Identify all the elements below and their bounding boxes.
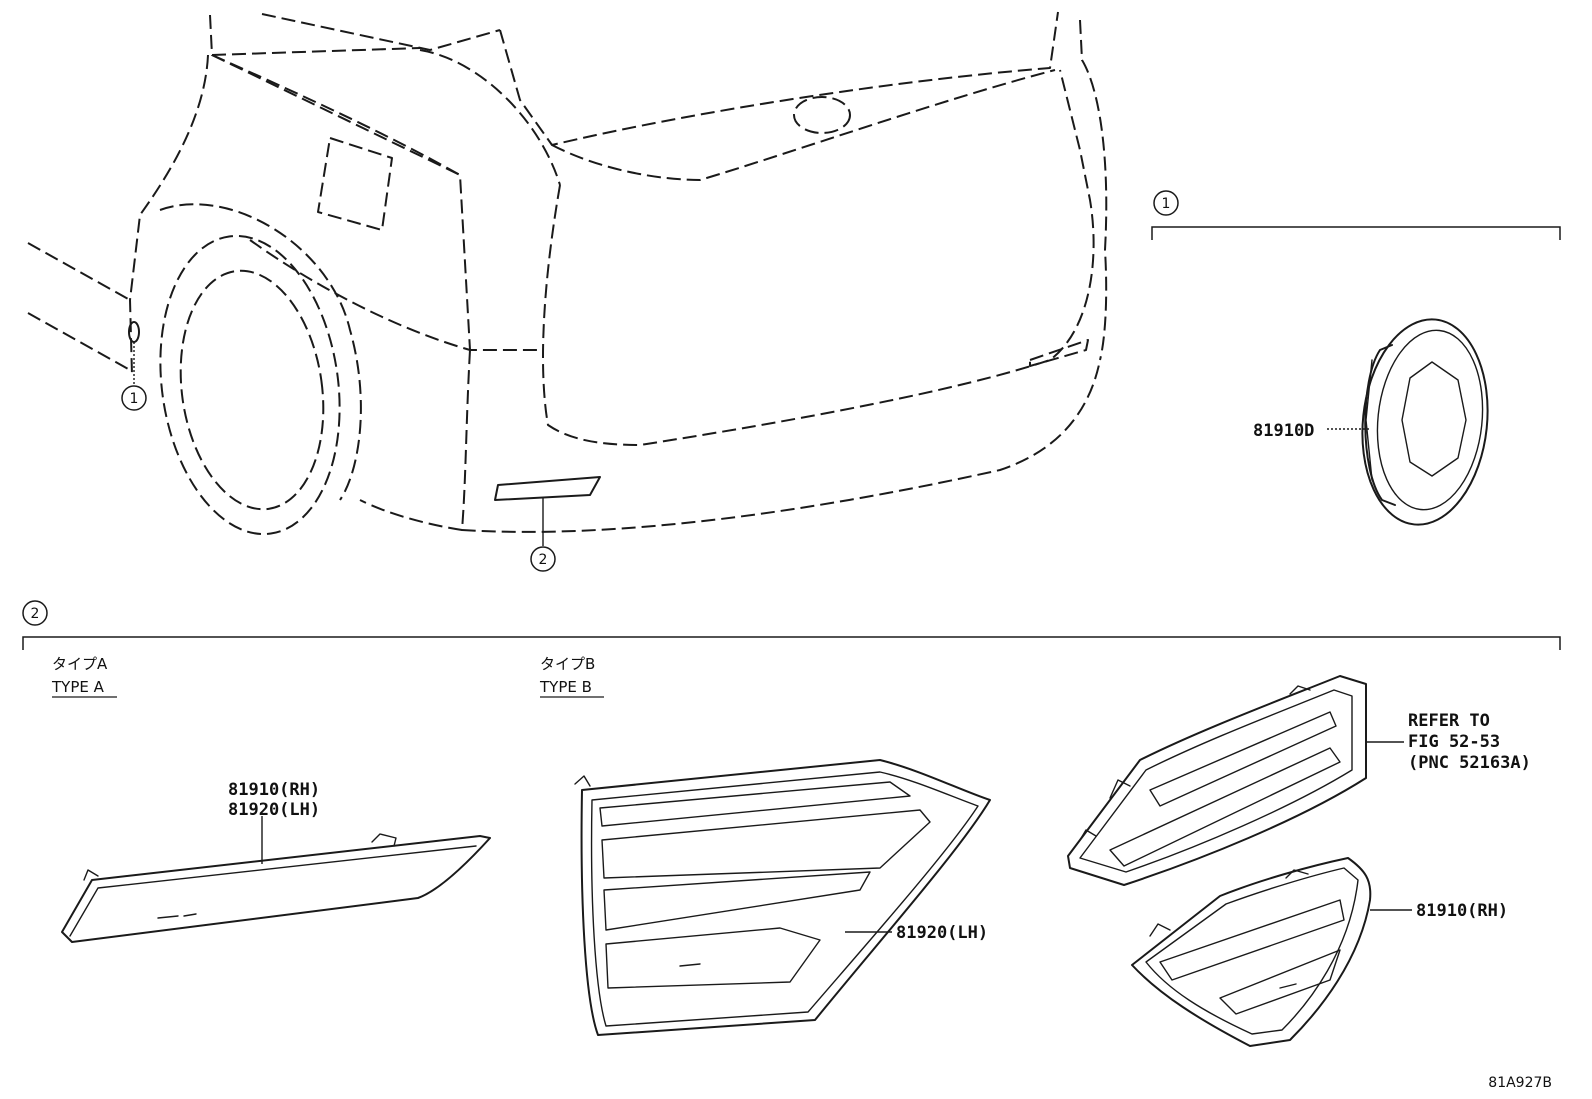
- type-b-jp-label: タイプB: [540, 655, 595, 673]
- part-label-type-b-81910rh: 81910(RH): [1416, 901, 1508, 921]
- side-marker-reflector-drawing: [1361, 318, 1489, 526]
- vehicle-rear-outline: [27, 11, 1108, 536]
- type-b-en-label: TYPE B: [539, 678, 592, 696]
- part-label-81910d: 81910D: [1253, 421, 1314, 441]
- svg-text:2: 2: [31, 606, 40, 622]
- callout-2-vehicle: 2: [530, 546, 556, 572]
- type-a-en-label: TYPE A: [51, 678, 105, 696]
- type-a-reflector-drawing: [61, 833, 491, 943]
- type-b-lh-reflector-drawing: [574, 759, 991, 1036]
- refer-line-2: FIG 52-53: [1408, 732, 1500, 752]
- part-label-type-a-81920lh: 81920(LH): [228, 800, 320, 820]
- diagram-code: 81A927B: [1488, 1075, 1552, 1091]
- type-b-referenced-reflector-drawing: [1067, 675, 1367, 886]
- svg-text:1: 1: [1162, 196, 1171, 212]
- svg-text:2: 2: [539, 552, 548, 568]
- type-b-rh-reflector-drawing: [1131, 857, 1372, 1047]
- svg-text:1: 1: [130, 391, 139, 407]
- section-1-bracket: [1151, 226, 1561, 240]
- callout-1-section: 1: [1153, 190, 1179, 216]
- section-2-bracket: [22, 636, 1561, 650]
- part-label-type-a-81910rh: 81910(RH): [228, 780, 320, 800]
- type-a-jp-label: タイプA: [52, 655, 108, 673]
- refer-line-1: REFER TO: [1408, 711, 1490, 731]
- callout-2-section: 2: [22, 600, 48, 626]
- refer-line-3: (PNC 52163A): [1408, 753, 1531, 773]
- callout-1-vehicle: 1: [121, 385, 147, 411]
- part-label-type-b-81920lh: 81920(LH): [896, 923, 988, 943]
